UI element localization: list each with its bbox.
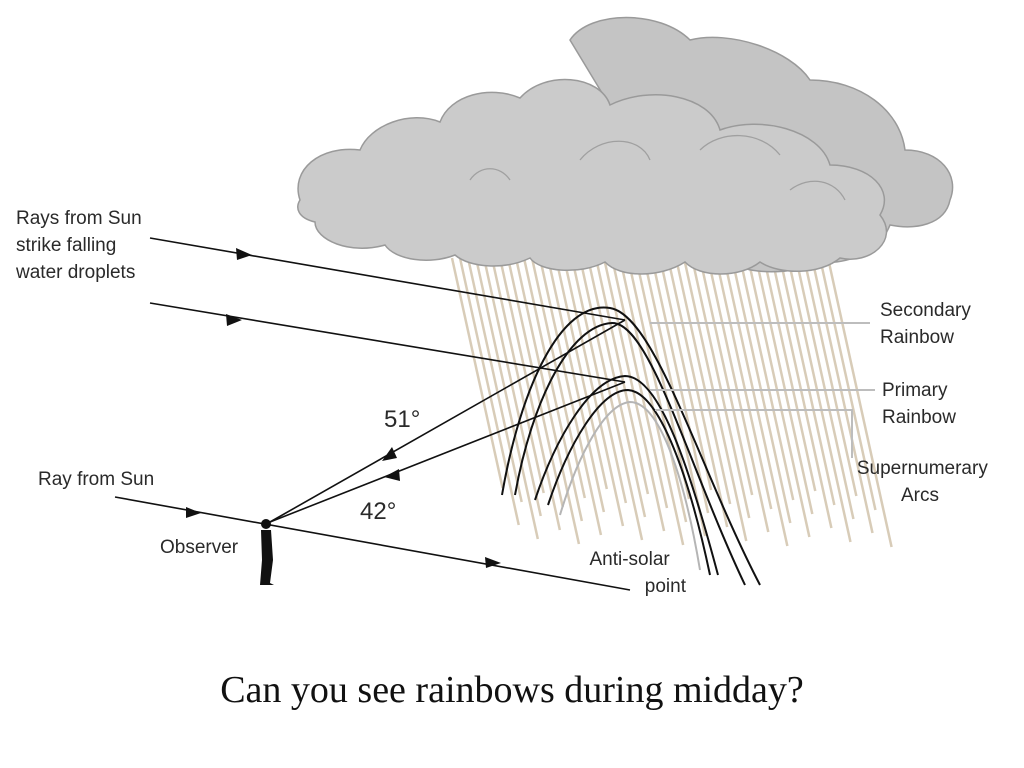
rain-streak <box>826 257 893 548</box>
label-secondary-rainbow: Secondary Rainbow <box>880 300 976 348</box>
label-supernumerary-arcs: Supernumerary Arcs <box>857 458 993 506</box>
rain-streak <box>690 257 751 519</box>
rain-streak <box>546 257 606 513</box>
rain-streak <box>498 257 562 531</box>
label-observer: Observer <box>160 537 239 558</box>
rain-streak <box>458 257 520 526</box>
secondary-arc-outer <box>501 306 761 586</box>
ray-arrow <box>485 557 501 568</box>
ray-arrow <box>186 507 201 518</box>
rainbow-diagram: Rays from Sun strike falling water dropl… <box>15 16 993 597</box>
sun-ray-observer <box>114 496 631 591</box>
observer-figure <box>260 519 274 585</box>
primary-arc-outer <box>534 374 719 576</box>
leader-lines <box>650 322 875 458</box>
rain-streak <box>682 257 748 542</box>
rain-streak <box>570 257 628 504</box>
cloud <box>297 16 954 275</box>
leader-supernumerary <box>655 409 853 458</box>
cloud-front <box>297 78 888 275</box>
rainbow-arcs <box>501 306 761 586</box>
rain-streak <box>802 257 858 497</box>
rain-streak <box>746 257 811 538</box>
rain-streak <box>506 257 565 508</box>
rain-streak <box>666 257 729 528</box>
rain-streak <box>466 257 523 503</box>
question-caption: Can you see rainbows during midday? <box>220 669 804 711</box>
label-primary-rainbow: Primary Rainbow <box>882 380 956 428</box>
rain-streak <box>738 257 795 501</box>
rain-streak <box>794 257 855 520</box>
rain-streak <box>554 257 609 490</box>
rain-streak <box>482 257 542 517</box>
supernumerary-arc <box>559 400 701 571</box>
label-ray-from-sun: Ray from Sun <box>38 469 154 490</box>
rain-streak <box>650 257 710 514</box>
secondary-arc-inner <box>514 321 746 586</box>
sun-ray-upper <box>149 237 626 321</box>
rain-streak <box>786 257 852 543</box>
label-anti-solar-point: Anti-solar point <box>589 549 686 597</box>
rain-streak <box>610 257 669 509</box>
rain-streak <box>714 257 773 510</box>
rain-streak <box>586 257 647 518</box>
rain-streak <box>698 257 754 496</box>
rain-streak <box>514 257 581 545</box>
reflected-arrow <box>384 469 400 481</box>
reflected-ray-secondary <box>269 319 626 523</box>
reflected-ray-primary <box>269 381 626 523</box>
ray-arrow <box>236 248 252 260</box>
label-rays-from-sun: Rays from Sun strike falling water dropl… <box>15 208 147 283</box>
reflected-rays <box>269 319 626 523</box>
rain-streak <box>754 257 814 515</box>
rain-streak <box>658 257 713 491</box>
rain-streak <box>602 257 666 532</box>
label-angle-51: 51° <box>384 406 420 433</box>
primary-arc-inner <box>547 388 711 576</box>
rain-streak <box>490 257 545 494</box>
rain-streak <box>818 257 877 511</box>
label-angle-42: 42° <box>360 498 396 525</box>
ray-arrow <box>226 314 242 326</box>
rain-streak <box>778 257 836 506</box>
rain-streak <box>706 257 770 533</box>
rain-streak <box>578 257 644 541</box>
rain-streak <box>474 257 540 540</box>
rain-streak <box>450 257 504 489</box>
rain-streak <box>722 257 789 547</box>
rain-streak <box>530 257 587 499</box>
rain-streak <box>770 257 833 529</box>
rain-streak <box>538 257 603 536</box>
rain-streak <box>634 257 691 500</box>
rain-streak <box>674 257 732 505</box>
reflected-arrow <box>382 447 397 461</box>
rain-streak <box>618 257 685 546</box>
rain-streak <box>810 257 874 534</box>
rain-streak <box>762 257 817 492</box>
